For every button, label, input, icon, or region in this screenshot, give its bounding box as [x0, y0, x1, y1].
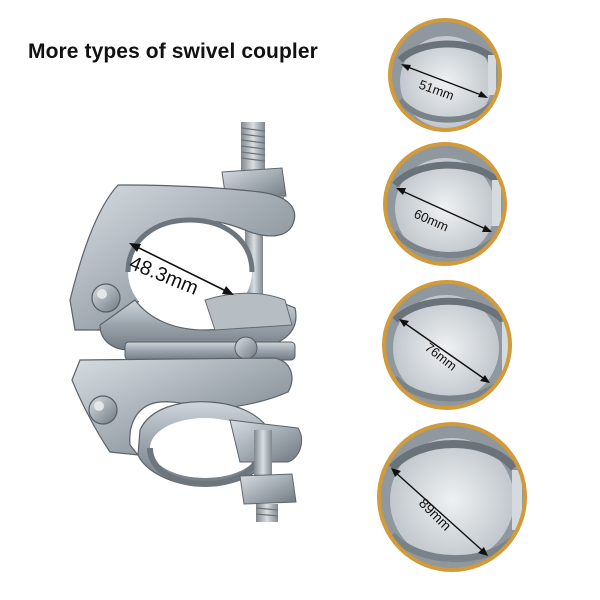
- size-circle-51mm: 51mm: [388, 18, 502, 132]
- ring-border-4: [377, 422, 527, 572]
- size-circle-89mm: 89mm: [377, 422, 527, 572]
- size-circle-76mm: 76mm: [382, 280, 512, 410]
- main-coupler: 48.3mm: [69, 122, 303, 522]
- ring-border-2: [383, 142, 507, 266]
- ring-border-3: [382, 280, 512, 410]
- main-dimension-arrow: [129, 243, 234, 295]
- size-circle-60mm: 60mm: [383, 142, 507, 266]
- lower-nut: [239, 473, 297, 505]
- page-title: More types of swivel coupler: [28, 40, 318, 63]
- ring-border-1: [388, 18, 502, 132]
